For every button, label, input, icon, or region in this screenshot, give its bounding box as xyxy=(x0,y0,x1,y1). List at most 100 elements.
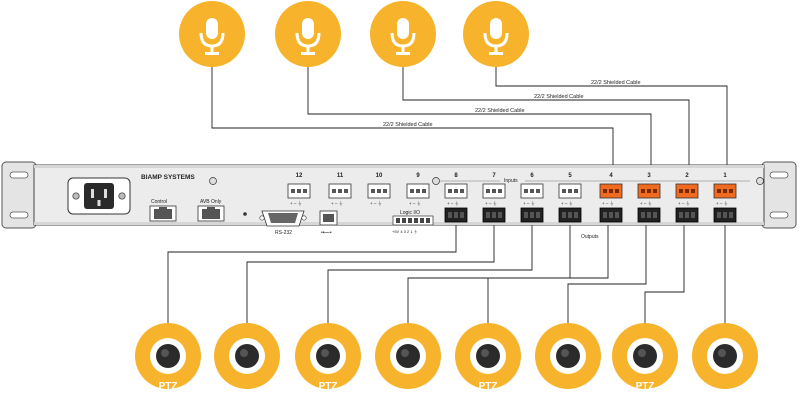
camera-3-cable xyxy=(327,222,533,328)
input-connector-5[interactable] xyxy=(558,183,582,199)
input-connector-9[interactable] xyxy=(406,183,430,199)
input-connector-3[interactable] xyxy=(637,183,661,199)
input-connector-6[interactable] xyxy=(520,183,544,199)
channel-number: 8 xyxy=(454,173,458,179)
pin-label: + – ⏚ xyxy=(290,200,302,206)
input-connector-11[interactable] xyxy=(328,183,352,199)
output-connector-1[interactable] xyxy=(713,207,737,223)
output-connectors xyxy=(444,207,737,223)
biamp-device: BIAMP SYSTEMS Control AVB Only RS-232 xyxy=(1,161,797,240)
camera-7-cable xyxy=(644,222,685,328)
channel-number: 3 xyxy=(647,173,651,179)
ptz-badge: PTZ xyxy=(479,381,498,392)
ptz-camera-1: PTZ xyxy=(135,323,201,392)
channel-number: 9 xyxy=(416,173,420,179)
pin-label: + – ⏚ xyxy=(716,200,728,206)
rack-slot-left-top xyxy=(9,171,29,179)
usb-port[interactable] xyxy=(319,210,338,226)
mic-2-cable xyxy=(307,66,652,182)
pin-label: + – ⏚ xyxy=(447,200,459,206)
input-connector-8[interactable] xyxy=(444,183,468,199)
rack-slot-left-bottom xyxy=(9,211,29,219)
camera-2-cable xyxy=(246,222,495,328)
input-connector-1[interactable] xyxy=(713,183,737,199)
camera-lens-icon xyxy=(396,344,420,368)
brand-label: BIAMP SYSTEMS xyxy=(141,174,195,181)
mic-1-cable xyxy=(211,66,614,182)
input-connector-10[interactable] xyxy=(367,183,391,199)
channel-number: 1 xyxy=(723,173,727,179)
input-connector-4[interactable] xyxy=(599,183,623,199)
logic-io-pins-label: +5V 4 3 2 1 ⏚ xyxy=(392,228,418,234)
ptz-camera-5: PTZ xyxy=(455,323,521,392)
pin-label: + – ⏚ xyxy=(602,200,614,206)
mic-4-cable xyxy=(495,66,728,182)
ptz-camera-3: PTZ xyxy=(295,323,361,392)
camera-6-cable xyxy=(567,222,647,328)
ptz-camera-8 xyxy=(692,323,758,389)
input-connectors xyxy=(287,183,737,199)
rack-slot-right-bottom xyxy=(769,211,789,219)
pin-label: + – ⏚ xyxy=(561,200,573,206)
camera-4-cable xyxy=(407,222,571,328)
mic-3-cable xyxy=(402,66,690,182)
camera-lens-icon xyxy=(316,344,340,368)
pin-label: + – ⏚ xyxy=(640,200,652,206)
chassis-top-strip xyxy=(34,165,764,168)
ptz-badge: PTZ xyxy=(636,381,655,392)
output-connector-5[interactable] xyxy=(558,207,582,223)
rack-slot-right-top xyxy=(769,171,789,179)
cameras: PTZ PTZ PTZ xyxy=(135,323,758,392)
camera-cables xyxy=(167,222,726,328)
camera-lens-icon xyxy=(235,344,259,368)
camera-lens-icon xyxy=(556,344,580,368)
output-connector-7[interactable] xyxy=(482,207,506,223)
channel-number: 5 xyxy=(568,173,572,179)
channel-number: 10 xyxy=(376,173,383,179)
channel-number: 4 xyxy=(609,173,613,179)
rs232-label: RS-232 xyxy=(275,230,292,236)
ground-screw-icon xyxy=(209,177,217,185)
microphone-3 xyxy=(370,1,436,67)
ptz-badge: PTZ xyxy=(159,381,178,392)
microphone-cables xyxy=(211,66,728,182)
input-connector-7[interactable] xyxy=(482,183,506,199)
cable-label-mic-2: 22/2 Shielded Cable xyxy=(475,108,525,114)
output-connector-6[interactable] xyxy=(520,207,544,223)
rs232-port[interactable] xyxy=(259,210,307,227)
logic-io-port[interactable] xyxy=(392,215,434,226)
input-connector-2[interactable] xyxy=(675,183,699,199)
logic-io-label: Logic I/O xyxy=(400,210,420,216)
led-indicator xyxy=(243,212,247,216)
pin-label: + – ⏚ xyxy=(523,200,535,206)
channel-number: 6 xyxy=(530,173,534,179)
microphone-1 xyxy=(179,1,245,67)
output-connector-8[interactable] xyxy=(444,207,468,223)
screw-icon xyxy=(756,177,764,185)
microphone-icon xyxy=(199,18,225,55)
cable-label-mic-1: 22/2 Shielded Cable xyxy=(383,122,433,128)
pin-label: + – ⏚ xyxy=(678,200,690,206)
screw-icon xyxy=(118,192,126,200)
output-connector-4[interactable] xyxy=(599,207,623,223)
input-connector-12[interactable] xyxy=(287,183,311,199)
outputs-label: Outputs xyxy=(581,234,599,240)
microphones xyxy=(179,1,529,67)
ptz-camera-7: PTZ xyxy=(612,323,678,392)
camera-5-cable xyxy=(487,222,609,328)
pin-label: + – ⏚ xyxy=(370,200,382,206)
microphone-2 xyxy=(275,1,341,67)
control-port-label: Control xyxy=(151,199,167,205)
channel-number: 2 xyxy=(685,173,689,179)
output-connector-3[interactable] xyxy=(637,207,661,223)
ptz-camera-6 xyxy=(535,323,601,389)
cable-label-mic-3: 22/2 Shielded Cable xyxy=(534,94,584,100)
ptz-camera-2 xyxy=(214,323,280,389)
avb-ethernet-port[interactable] xyxy=(197,205,225,222)
camera-lens-icon xyxy=(476,344,500,368)
camera-lens-icon xyxy=(633,344,657,368)
camera-1-cable xyxy=(167,222,457,328)
output-connector-2[interactable] xyxy=(675,207,699,223)
control-ethernet-port[interactable] xyxy=(149,205,177,222)
